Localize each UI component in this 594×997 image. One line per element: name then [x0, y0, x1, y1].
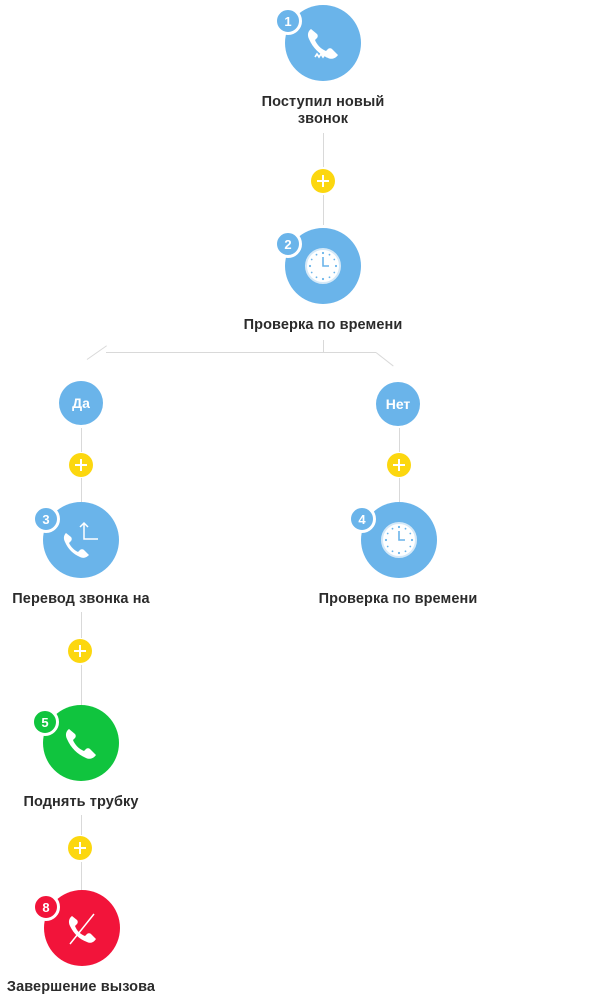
- connector-line: [323, 340, 324, 352]
- hangup-icon: [60, 906, 104, 950]
- node-number-badge: 8: [32, 893, 60, 921]
- node-number-badge: 2: [274, 230, 302, 258]
- branch-split-line: [375, 352, 394, 367]
- add-step-button[interactable]: [69, 453, 93, 477]
- add-step-button[interactable]: [68, 639, 92, 663]
- node-label: Поднять трубку: [23, 794, 139, 810]
- connector-line: [399, 428, 400, 452]
- incoming-call-icon: [301, 21, 345, 65]
- connector-line: [81, 862, 82, 890]
- branch-split-line: [106, 352, 376, 353]
- branch-yes[interactable]: Да: [59, 381, 103, 425]
- connector-line: [81, 612, 82, 638]
- connector-line: [323, 133, 324, 167]
- phone-icon: [59, 721, 103, 765]
- connector-line: [399, 478, 400, 502]
- add-step-button[interactable]: [68, 836, 92, 860]
- node-label: Перевод звонка на: [12, 591, 150, 607]
- node-label: Проверка по времени: [318, 591, 478, 607]
- node-label: Поступил новый звонок: [261, 94, 385, 127]
- connector-line: [323, 195, 324, 225]
- branch-split-line: [86, 345, 107, 360]
- node-label: Завершение вызова: [6, 979, 156, 995]
- node-label: Проверка по времени: [243, 317, 403, 333]
- node-number-badge: 1: [274, 7, 302, 35]
- connector-line: [81, 428, 82, 452]
- clock-icon: [303, 246, 343, 286]
- node-number-badge: 5: [31, 708, 59, 736]
- add-step-button[interactable]: [311, 169, 335, 193]
- branch-no[interactable]: Нет: [376, 382, 420, 426]
- clock-icon: [379, 520, 419, 560]
- connector-line: [81, 478, 82, 502]
- node-number-badge: 3: [32, 505, 60, 533]
- add-step-button[interactable]: [387, 453, 411, 477]
- connector-line: [81, 815, 82, 835]
- node-number-badge: 4: [348, 505, 376, 533]
- call-transfer-icon: [58, 517, 104, 563]
- connector-line: [81, 665, 82, 705]
